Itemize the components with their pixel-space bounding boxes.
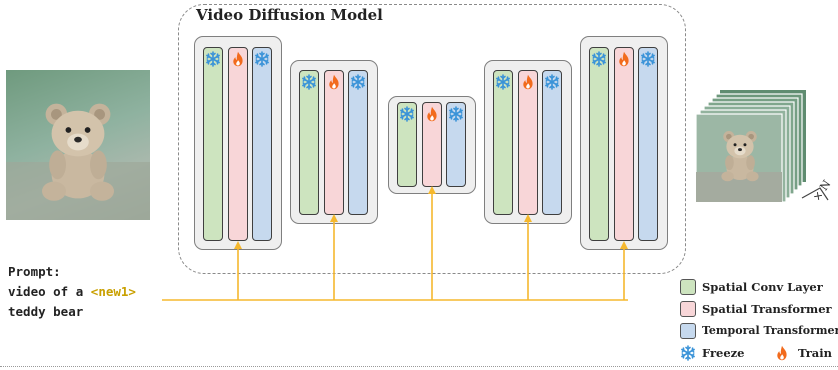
output-video-frames (695, 86, 826, 206)
legend-label-train: Train (798, 346, 832, 360)
model-title: Video Diffusion Model (196, 6, 383, 24)
prompt-line-2: video of a <new1> (8, 282, 136, 302)
legend-label-freeze: Freeze (702, 346, 745, 360)
temporal-transformer-bar (348, 70, 368, 215)
legend-swatch-spatial-transformer (680, 301, 696, 317)
spatial-transformer-bar (614, 47, 634, 241)
spatial-conv-bar (589, 47, 609, 241)
prompt-label: Prompt: (8, 264, 61, 279)
temporal-transformer-bar (542, 70, 562, 215)
temporal-transformer-bar (446, 102, 466, 187)
prompt-prefix: video of a (8, 284, 91, 299)
frame-stack-illustration (695, 90, 806, 203)
snowflake-icon (680, 345, 696, 361)
teddy-bear-illustration (6, 103, 150, 220)
legend-swatch-temporal-transformer (680, 323, 696, 339)
flame-icon (774, 345, 790, 361)
temporal-transformer-bar (252, 47, 272, 241)
bottom-divider (0, 366, 838, 367)
legend-label-spatial-transformer: Spatial Transformer (702, 302, 832, 316)
legend-label-temporal-transformer: Temporal Transformer (702, 324, 838, 337)
prompt-text: Prompt: video of a <new1> teddy bear (8, 262, 136, 322)
spatial-conv-bar (397, 102, 417, 187)
prompt-token: <new1> (90, 284, 136, 299)
prompt-line-3: teddy bear (8, 304, 84, 319)
spatial-transformer-bar (228, 47, 248, 241)
input-teddy-photo (6, 70, 150, 220)
spatial-conv-bar (203, 47, 223, 241)
spatial-conv-bar (299, 70, 319, 215)
temporal-transformer-bar (638, 47, 658, 241)
legend-label-spatial-conv: Spatial Conv Layer (702, 280, 823, 294)
legend-swatch-spatial-conv (680, 279, 696, 295)
spatial-conv-bar (493, 70, 513, 215)
frame-count-bracket (801, 187, 829, 201)
